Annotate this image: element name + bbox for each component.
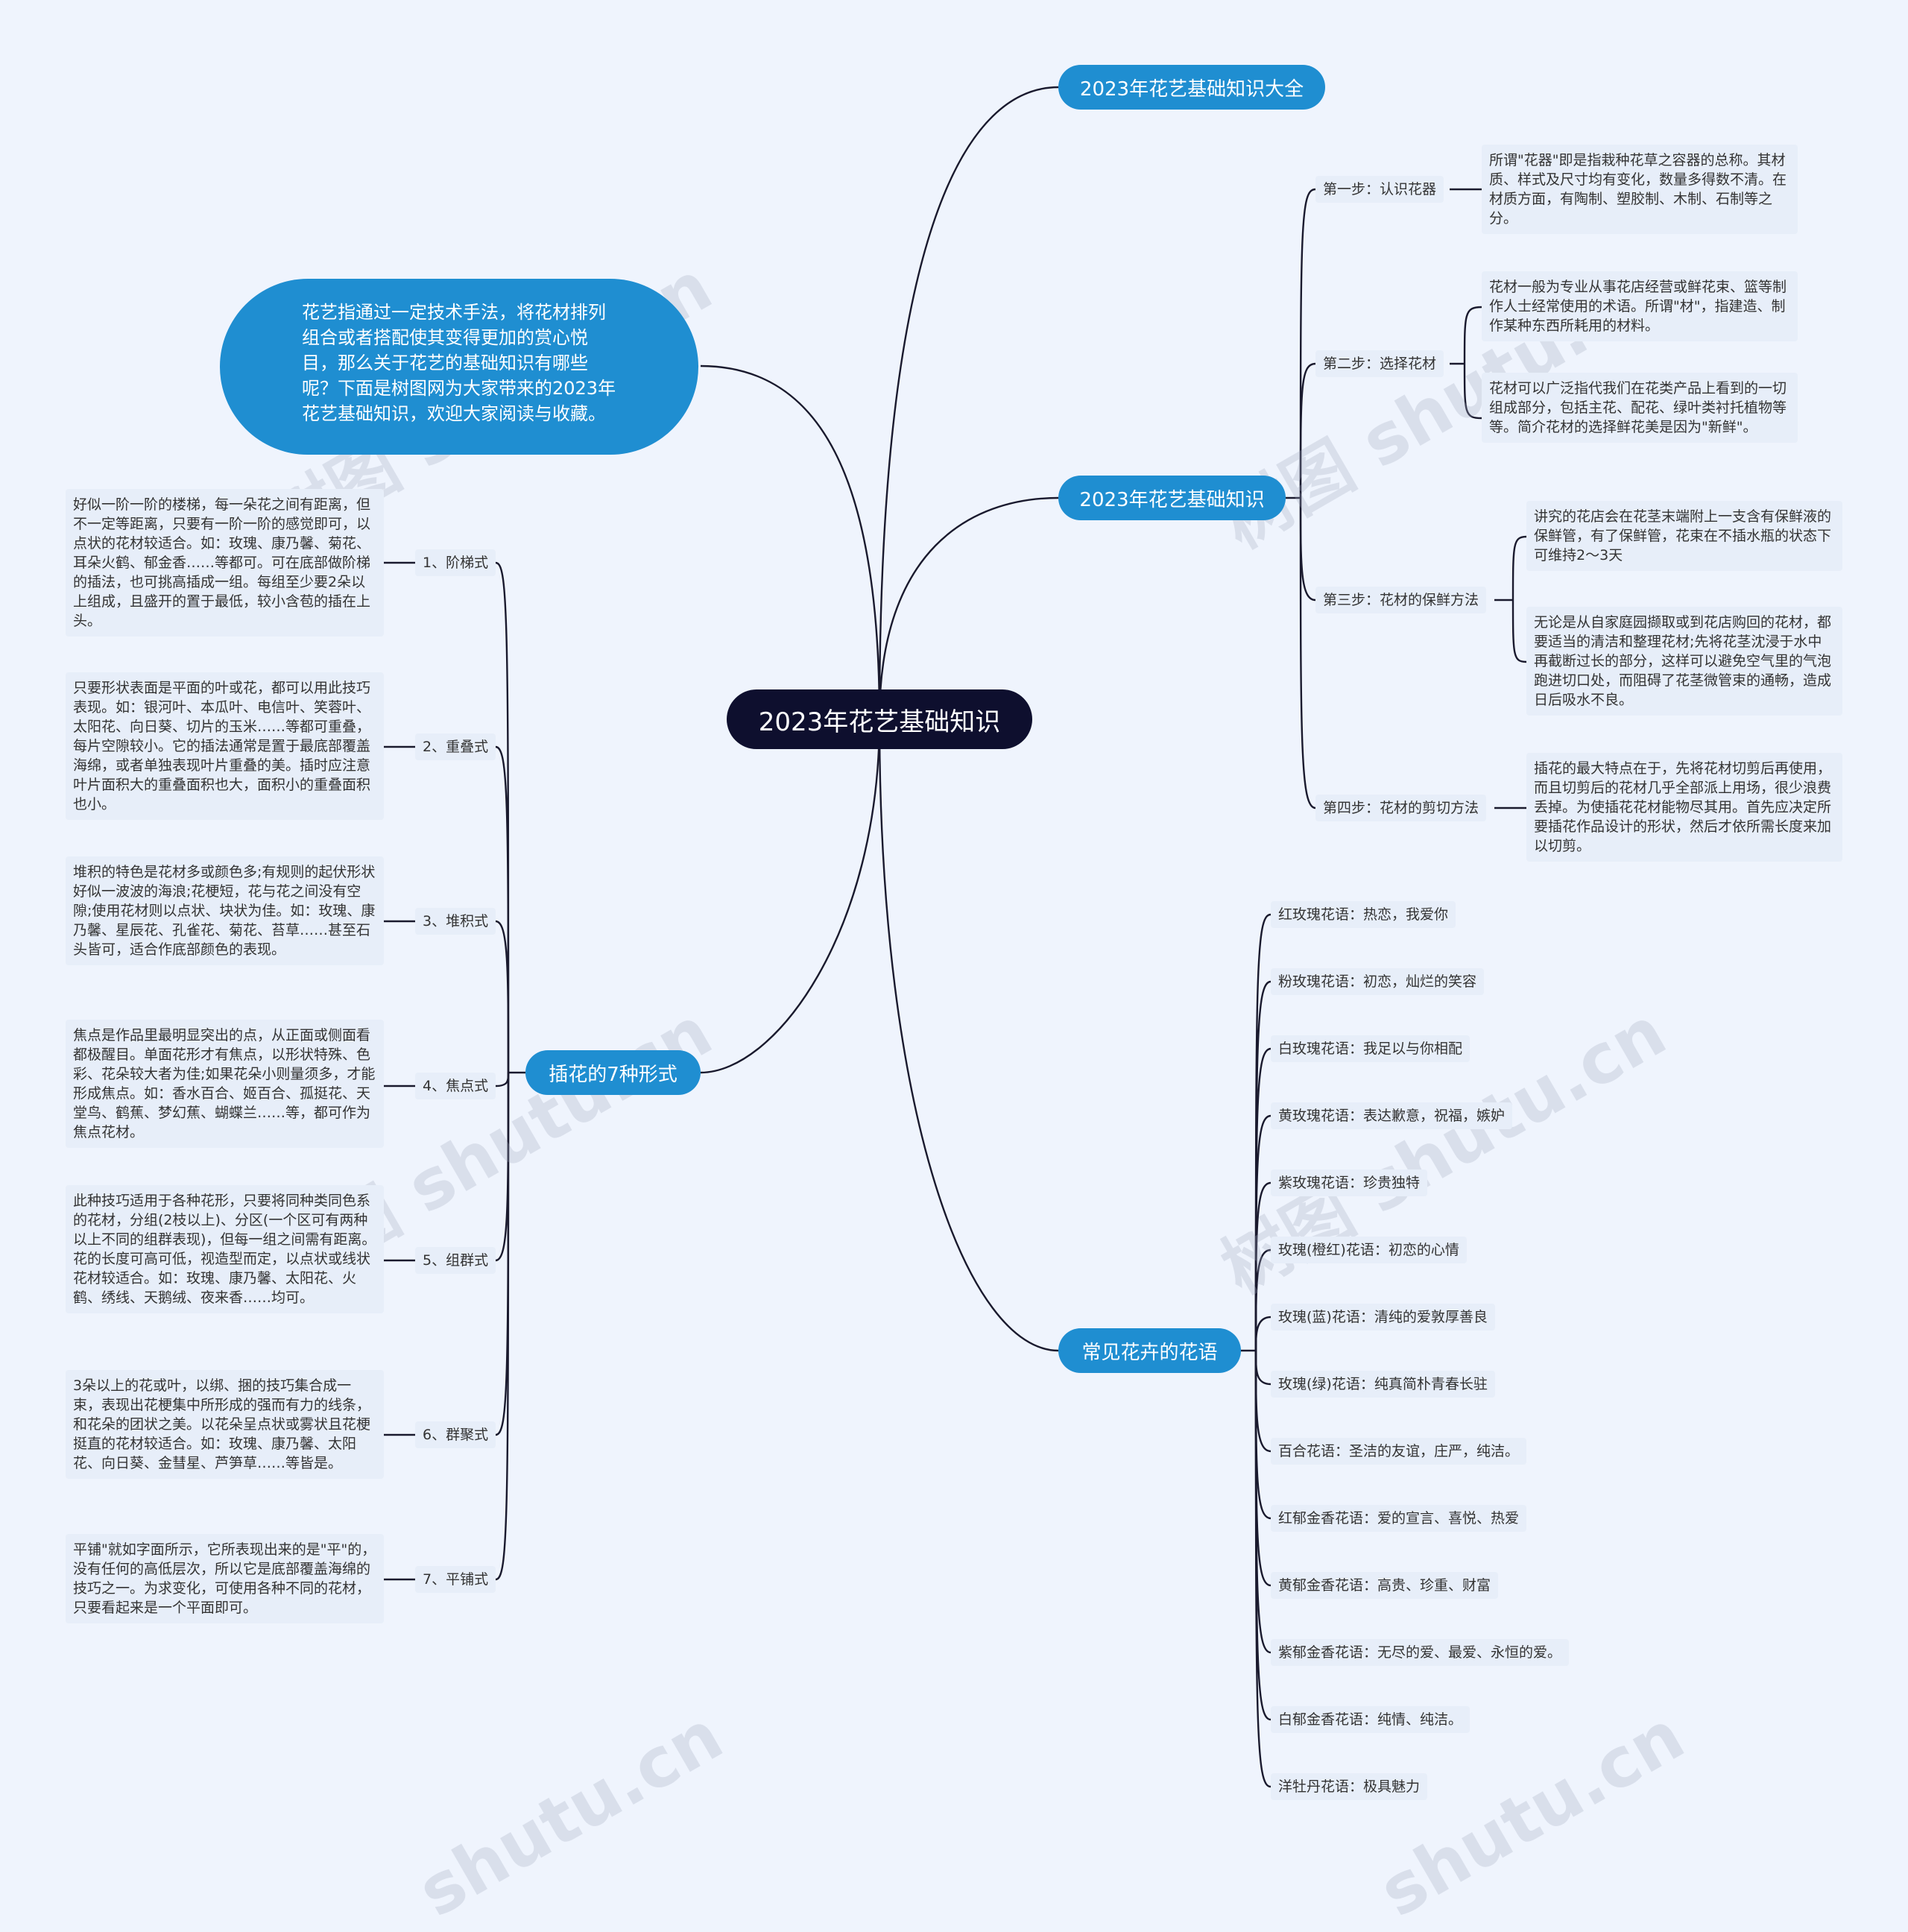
root-node[interactable]: 2023年花艺基础知识 (727, 689, 1032, 749)
step-4-detail: 插花的最大特点在于，先将花材切剪后再使用，而且切剪后的花材几乎全部派上用场，很少… (1526, 753, 1842, 862)
flower-item[interactable]: 洋牡丹花语：极具魅力 (1271, 1773, 1428, 1800)
flower-item[interactable]: 玫瑰(绿)花语：纯真简朴青春长驻 (1271, 1371, 1495, 1398)
branch-jichu[interactable]: 2023年花艺基础知识 (1058, 476, 1286, 520)
flower-item[interactable]: 黄玫瑰花语：表达歉意，祝福，嫉妒 (1271, 1102, 1513, 1129)
form-5[interactable]: 5、组群式 (415, 1247, 496, 1274)
step-3[interactable]: 第三步：花材的保鲜方法 (1315, 587, 1487, 613)
step-2-detail-2: 花材可以广泛指代我们在花类产品上看到的一切组成部分，包括主花、配花、绿叶类衬托植… (1482, 373, 1798, 443)
flower-item[interactable]: 玫瑰(蓝)花语：清纯的爱敦厚善良 (1271, 1304, 1495, 1330)
step-4[interactable]: 第四步：花材的剪切方法 (1315, 795, 1487, 821)
step-2[interactable]: 第二步：选择花材 (1315, 350, 1444, 377)
flower-item[interactable]: 红玫瑰花语：热恋，我爱你 (1271, 901, 1456, 928)
intro-bubble[interactable]: 花艺指通过一定技术手法，将花材排列组合或者搭配使其变得更加的赏心悦目，那么关于花… (220, 279, 698, 455)
flower-item[interactable]: 紫玫瑰花语：珍贵独特 (1271, 1169, 1428, 1196)
branch-xingshi[interactable]: 插花的7种形式 (525, 1050, 701, 1095)
flower-item[interactable]: 白郁金香花语：纯情、纯洁。 (1271, 1706, 1471, 1733)
step-3-detail-1: 讲究的花店会在花茎末端附上一支含有保鲜液的保鲜管，有了保鲜管，花束在不插水瓶的状… (1526, 501, 1842, 571)
flower-item[interactable]: 白玫瑰花语：我足以与你相配 (1271, 1035, 1471, 1062)
form-2-detail: 只要形状表面是平面的叶或花，都可以用此技巧表现。如：银河叶、本瓜叶、电信叶、笑蓉… (66, 672, 384, 820)
form-7-detail: 平铺"就如字面所示，它所表现出来的是"平"的，没有任何的高低层次，所以它是底部覆… (66, 1534, 384, 1623)
flower-item[interactable]: 玫瑰(橙红)花语：初恋的心情 (1271, 1237, 1467, 1263)
step-2-detail-1: 花材一般为专业从事花店经营或鲜花束、篮等制作人士经常使用的术语。所谓"材"，指建… (1482, 271, 1798, 341)
branch-daquan[interactable]: 2023年花艺基础知识大全 (1058, 65, 1325, 110)
flower-item[interactable]: 粉玫瑰花语：初恋，灿烂的笑容 (1271, 968, 1485, 995)
form-6-detail: 3朵以上的花或叶，以绑、捆的技巧集合成一束，表现出花梗集中所形成的强而有力的线条… (66, 1370, 384, 1479)
form-1-detail: 好似一阶一阶的楼梯，每一朵花之间有距离，但不一定等距离，只要有一阶一阶的感觉即可… (66, 489, 384, 637)
flower-item[interactable]: 红郁金香花语：爱的宣言、喜悦、热爱 (1271, 1505, 1527, 1532)
form-2[interactable]: 2、重叠式 (415, 733, 496, 760)
form-6[interactable]: 6、群聚式 (415, 1421, 496, 1448)
connector-lines (384, 86, 1527, 1788)
form-5-detail: 此种技巧适用于各种花形，只要将同种类同色系的花材，分组(2枝以上)、分区(一个区… (66, 1185, 384, 1313)
form-3[interactable]: 3、堆积式 (415, 908, 496, 935)
step-3-detail-2: 无论是从自家庭园撷取或到花店购回的花材，都要适当的清洁和整理花材;先将花茎沈浸于… (1526, 607, 1842, 716)
form-1[interactable]: 1、阶梯式 (415, 549, 496, 576)
form-7[interactable]: 7、平铺式 (415, 1566, 496, 1593)
step-1[interactable]: 第一步：认识花器 (1315, 176, 1444, 203)
branch-huayu[interactable]: 常见花卉的花语 (1058, 1328, 1241, 1373)
flower-item[interactable]: 百合花语：圣洁的友谊，庄严，纯洁。 (1271, 1438, 1527, 1465)
form-3-detail: 堆积的特色是花材多或颜色多;有规则的起伏形状好似一波波的海浪;花梗短，花与花之间… (66, 856, 384, 965)
step-1-detail: 所谓"花器"即是指栽种花草之容器的总称。其材质、样式及尺寸均有变化，数量多得数不… (1482, 145, 1798, 234)
form-4[interactable]: 4、焦点式 (415, 1073, 496, 1099)
flower-item[interactable]: 黄郁金香花语：高贵、珍重、财富 (1271, 1572, 1499, 1599)
flower-item[interactable]: 紫郁金香花语：无尽的爱、最爱、永恒的爱。 (1271, 1639, 1570, 1666)
form-4-detail: 焦点是作品里最明显突出的点，从正面或侧面看都极醒目。单面花形才有焦点，以形状特殊… (66, 1020, 384, 1148)
